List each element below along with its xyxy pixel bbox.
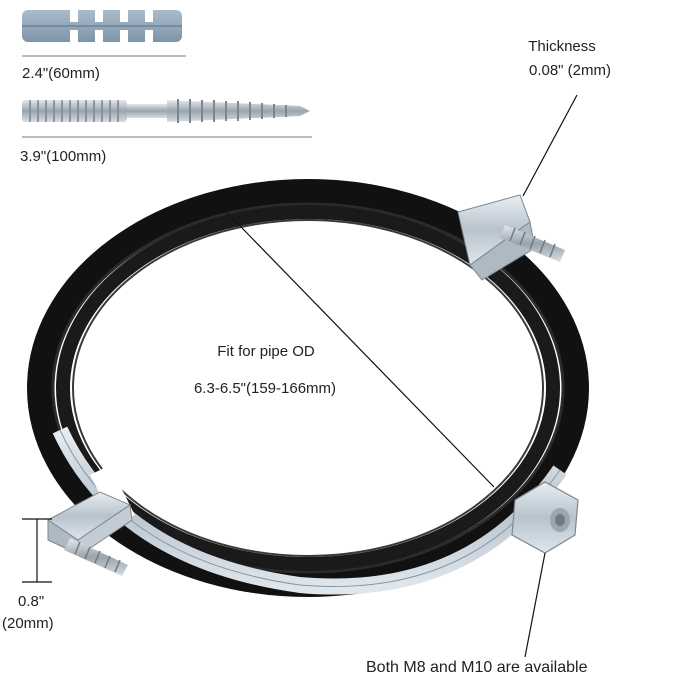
anchor-length-label: 2.4"(60mm) — [22, 65, 100, 82]
hanger-bolt — [22, 99, 310, 123]
thickness-pointer-line — [522, 94, 578, 197]
height-mm-label: (20mm) — [2, 615, 54, 632]
diameter-line — [207, 192, 495, 488]
fit-title: Fit for pipe OD — [217, 343, 315, 360]
height-in-label: 0.8" — [18, 593, 45, 610]
thickness-value: 0.08" (2mm) — [528, 62, 611, 79]
hex-nut — [511, 481, 579, 554]
nut-note: Both M8 and M10 are available — [366, 659, 588, 676]
top-threaded-bolt — [500, 225, 565, 262]
thickness-title: Thickness — [528, 38, 596, 55]
bottom-threaded-bolt — [64, 538, 128, 576]
nut-pointer-line — [524, 552, 546, 658]
screw-length-label: 3.9"(100mm) — [20, 148, 107, 165]
pipe-clamp — [27, 179, 589, 597]
fit-value: 6.3-6.5"(159-166mm) — [193, 380, 337, 397]
height-dimension-marker — [22, 518, 52, 583]
top-bracket — [457, 194, 565, 281]
wall-anchor — [22, 8, 182, 44]
bottom-left-bracket — [47, 491, 133, 576]
